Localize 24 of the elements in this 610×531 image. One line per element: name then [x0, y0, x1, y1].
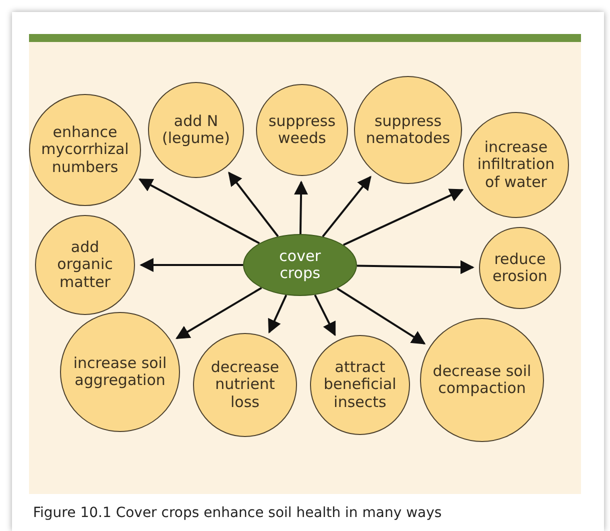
node-label: attract beneficial insects: [322, 359, 398, 411]
arrow: [176, 287, 262, 340]
node-label: suppress weeds: [267, 112, 337, 148]
arrow: [336, 288, 426, 345]
arrow: [356, 260, 474, 274]
figure-caption: Figure 10.1 Cover crops enhance soil health in many ways: [33, 505, 442, 521]
node-label: increase soil aggregation: [72, 354, 168, 390]
node-label: cover crops: [278, 248, 322, 282]
node-label: increase infiltration of water: [476, 139, 556, 191]
node-label: reduce erosion: [492, 250, 548, 286]
arrow: [268, 294, 288, 334]
arrow: [322, 176, 372, 238]
arrow: [314, 294, 336, 336]
node-label: add N (legume): [161, 112, 231, 148]
arrow: [140, 258, 243, 272]
node-label: suppress nematodes: [364, 112, 452, 148]
node-label: add organic matter: [56, 239, 114, 291]
arrow: [228, 172, 279, 238]
node-label: enhance mycorrhizal numbers: [40, 124, 130, 176]
arrow: [294, 180, 308, 234]
node-label: decrease nutrient loss: [210, 359, 280, 411]
arrow: [138, 178, 260, 244]
node-label: decrease soil compaction: [432, 362, 532, 398]
arrow: [342, 188, 464, 246]
